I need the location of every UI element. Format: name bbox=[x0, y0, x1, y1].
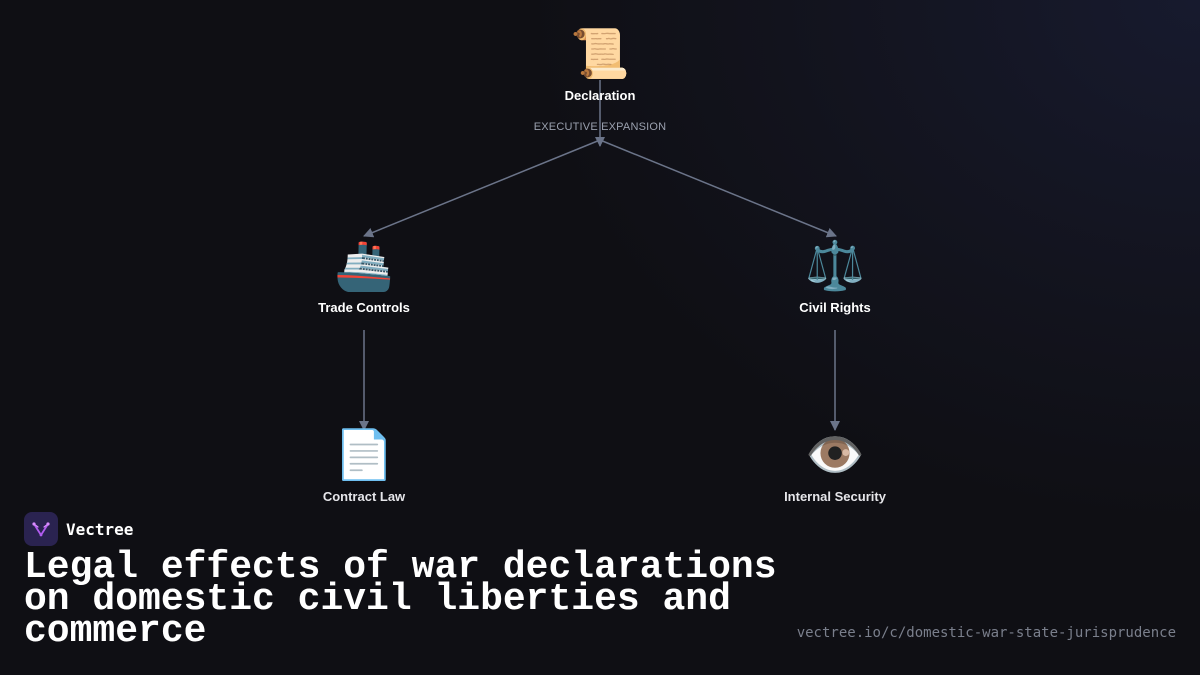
page-title: Legal effects of war declarations on dom… bbox=[24, 546, 777, 653]
edge-declaration-civil bbox=[599, 139, 837, 238]
node-trade-controls[interactable]: 🚢 Trade Controls bbox=[264, 236, 464, 315]
scales-icon: ⚖️ bbox=[805, 238, 865, 294]
edge-label: EXECUTIVE EXPANSION bbox=[533, 121, 667, 133]
node-label-declaration: Declaration bbox=[564, 88, 636, 103]
brand-name: Vectree bbox=[66, 519, 134, 539]
node-label-civil-rights: Civil Rights bbox=[799, 300, 871, 315]
node-label-trade-controls: Trade Controls bbox=[318, 300, 410, 315]
node-internal-security[interactable]: 👁️ Internal Security bbox=[735, 425, 935, 504]
node-contract-law[interactable]: 📄 Contract Law bbox=[264, 425, 464, 504]
ship-icon: 🚢 bbox=[334, 238, 394, 294]
vectree-logo-icon bbox=[24, 512, 58, 546]
brand[interactable]: Vectree bbox=[24, 512, 133, 546]
edge-declaration-trade bbox=[363, 139, 601, 238]
eye-icon: 👁️ bbox=[805, 427, 865, 483]
node-declaration[interactable]: 📜 Declaration bbox=[500, 24, 700, 103]
node-label-internal-security: Internal Security bbox=[784, 489, 886, 504]
scroll-icon: 📜 bbox=[570, 26, 630, 82]
source-url[interactable]: vectree.io/c/domestic-war-state-jurispru… bbox=[796, 625, 1176, 641]
node-label-contract-law: Contract Law bbox=[322, 489, 406, 504]
node-civil-rights[interactable]: ⚖️ Civil Rights bbox=[735, 236, 935, 315]
document-icon: 📄 bbox=[334, 427, 394, 483]
